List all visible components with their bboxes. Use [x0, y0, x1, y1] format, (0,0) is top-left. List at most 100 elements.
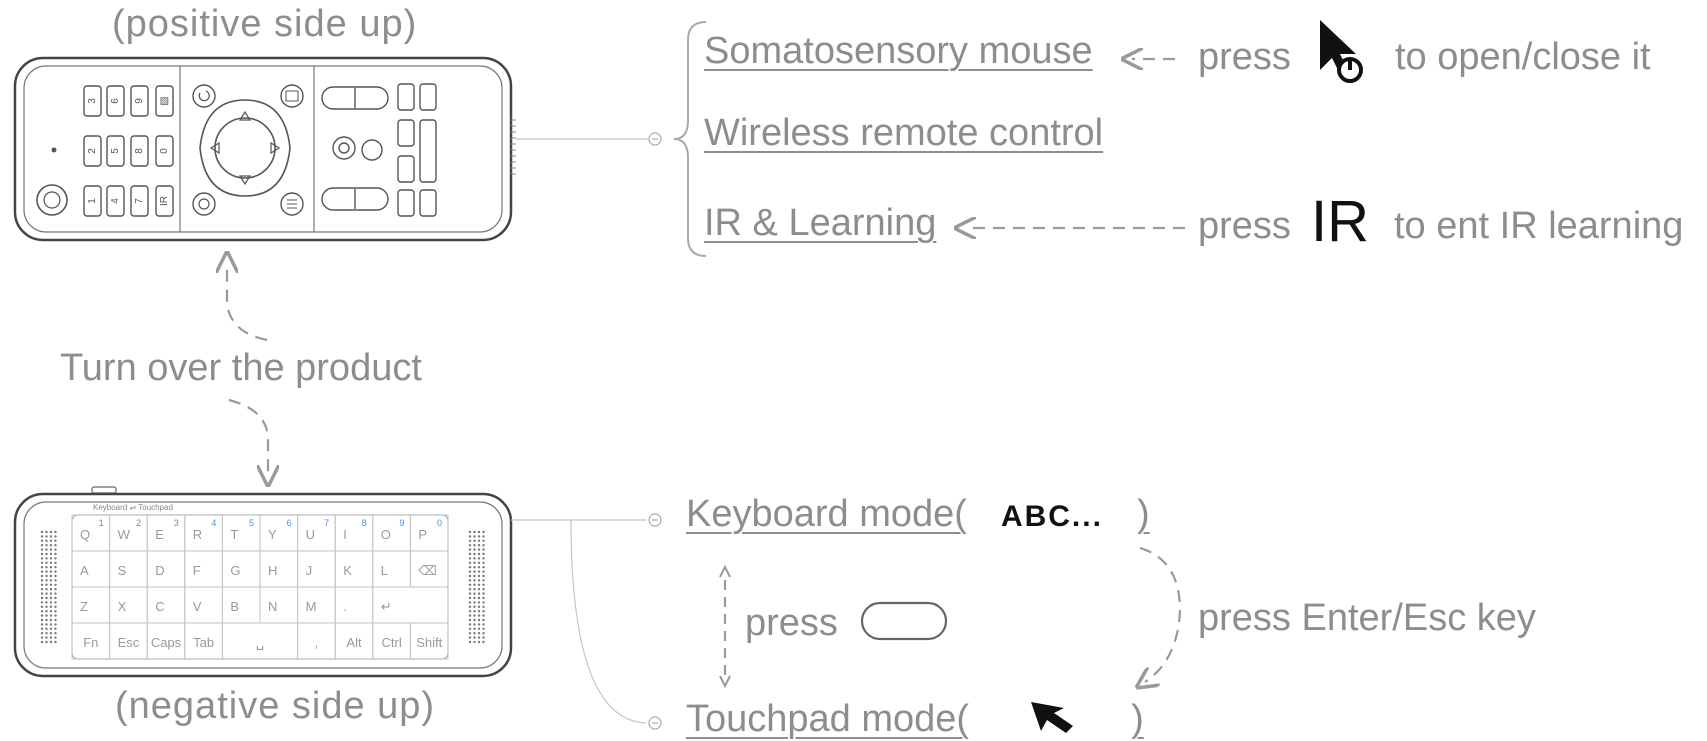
- svg-text:7: 7: [134, 198, 145, 204]
- svg-text:␣: ␣: [256, 635, 264, 650]
- remote-key: ▨: [155, 85, 174, 117]
- dpad: [192, 84, 304, 216]
- keyboard-mode-label: Keyboard mode(: [686, 493, 967, 535]
- svg-text:U: U: [306, 527, 315, 542]
- svg-text:9: 9: [134, 98, 145, 104]
- arrow-turn-down: [228, 398, 268, 476]
- svg-text:X: X: [118, 599, 127, 614]
- svg-text:Fn: Fn: [83, 635, 98, 650]
- toggle-button-icon: [860, 601, 948, 641]
- cursor-arrow-icon: [1031, 702, 1073, 733]
- svg-text:4: 4: [211, 518, 216, 528]
- svg-text:Esc: Esc: [118, 635, 140, 650]
- svg-text:4: 4: [110, 198, 121, 204]
- svg-text:B: B: [230, 599, 239, 614]
- svg-text:Ctrl: Ctrl: [381, 635, 401, 650]
- svg-text:Z: Z: [80, 599, 88, 614]
- svg-text:5: 5: [249, 518, 254, 528]
- touchpad-mode-label: Touchpad mode(: [686, 698, 970, 740]
- speaker-grill-left: [40, 530, 57, 644]
- svg-text:8: 8: [362, 518, 367, 528]
- svg-text:W: W: [118, 527, 131, 542]
- remote-key: 1: [83, 185, 102, 217]
- svg-text:5: 5: [110, 148, 121, 154]
- svg-text:Alt: Alt: [346, 635, 362, 650]
- svg-text:Q: Q: [80, 527, 90, 542]
- svg-text:6: 6: [110, 98, 121, 104]
- svg-text:L: L: [381, 563, 388, 578]
- arrow-enter-esc: [1140, 546, 1182, 682]
- svg-text:0: 0: [437, 518, 442, 528]
- mode-keyboard: Keyboard mode( ABC...): [686, 493, 1150, 536]
- remote-key: 5: [106, 135, 125, 167]
- svg-text:8: 8: [134, 148, 145, 154]
- svg-text:O: O: [381, 527, 391, 542]
- ir-hint-prefix: press: [1198, 205, 1291, 247]
- speaker-grill-right: [468, 530, 485, 644]
- svg-text:S: S: [118, 563, 127, 578]
- number-keypad: 3 6 9 ▨ 2 5 8 0 1 4 7 IR: [83, 85, 174, 217]
- svg-text:N: N: [268, 599, 277, 614]
- svg-text:Caps: Caps: [151, 635, 182, 650]
- mode-somatosensory-mouse: Somatosensory mouse: [704, 30, 1093, 72]
- turn-over-instruction: Turn over the product: [60, 347, 422, 389]
- ir-hint-suffix: to ent IR learning: [1394, 205, 1684, 247]
- svg-text:P: P: [418, 527, 427, 542]
- keyboard-key: Shift: [409, 622, 449, 660]
- mouse-toggle-icon: [1320, 20, 1363, 83]
- press-enter-esc-label: press Enter/Esc key: [1198, 597, 1536, 639]
- svg-text:H: H: [268, 563, 277, 578]
- svg-text:G: G: [230, 563, 240, 578]
- svg-text:.: .: [343, 599, 347, 614]
- svg-text:V: V: [193, 599, 202, 614]
- remote-key: 9: [130, 85, 149, 117]
- svg-text:D: D: [155, 563, 164, 578]
- svg-text:R: R: [193, 527, 202, 542]
- svg-text:,: ,: [315, 635, 319, 650]
- ir-key-glyph: IR: [1311, 189, 1369, 254]
- keyboard-mode-glyph: ABC...: [1000, 500, 1103, 533]
- svg-text:Shift: Shift: [416, 635, 442, 650]
- remote-key: 6: [106, 85, 125, 117]
- svg-text:1: 1: [99, 518, 104, 528]
- mode-wireless-remote: Wireless remote control: [704, 112, 1104, 154]
- svg-text:E: E: [155, 527, 164, 542]
- svg-text:Y: Y: [268, 527, 277, 542]
- mode-ir-learning: IR & Learning: [704, 202, 937, 244]
- svg-text:9: 9: [399, 518, 404, 528]
- positive-side-caption: (positive side up): [112, 3, 418, 45]
- press-button-label: press: [745, 602, 838, 644]
- svg-text:6: 6: [287, 518, 292, 528]
- svg-text:2: 2: [87, 148, 98, 154]
- svg-text:A: A: [80, 563, 89, 578]
- keyboard-mode-close: ): [1136, 493, 1150, 535]
- svg-text:T: T: [230, 527, 238, 542]
- remote-key: IR: [155, 185, 174, 217]
- svg-text:7: 7: [324, 518, 329, 528]
- mouse-hint-suffix: to open/close it: [1395, 36, 1651, 78]
- mouse-hint-prefix: press: [1198, 36, 1291, 78]
- remote-key: 4: [106, 185, 125, 217]
- svg-text:3: 3: [174, 518, 179, 528]
- mode-touchpad: Touchpad mode(): [686, 698, 1144, 741]
- svg-text:J: J: [306, 563, 313, 578]
- svg-text:K: K: [343, 563, 352, 578]
- svg-text:⌫: ⌫: [418, 563, 436, 578]
- media-keys: [321, 83, 437, 217]
- svg-text:2: 2: [136, 518, 141, 528]
- power-button: [36, 184, 68, 216]
- svg-text:C: C: [155, 599, 164, 614]
- touchpad-mode-close: ): [1131, 698, 1144, 740]
- svg-text:M: M: [306, 599, 317, 614]
- mode-brace: [673, 21, 707, 257]
- remote-key: 7: [130, 185, 149, 217]
- svg-text:▨: ▨: [159, 96, 170, 105]
- svg-text:3: 3: [87, 98, 98, 104]
- remote-key: 8: [130, 135, 149, 167]
- svg-text:IR: IR: [159, 196, 170, 206]
- svg-text:F: F: [193, 563, 201, 578]
- remote-key: 2: [83, 135, 102, 167]
- remote-key: 0: [155, 135, 174, 167]
